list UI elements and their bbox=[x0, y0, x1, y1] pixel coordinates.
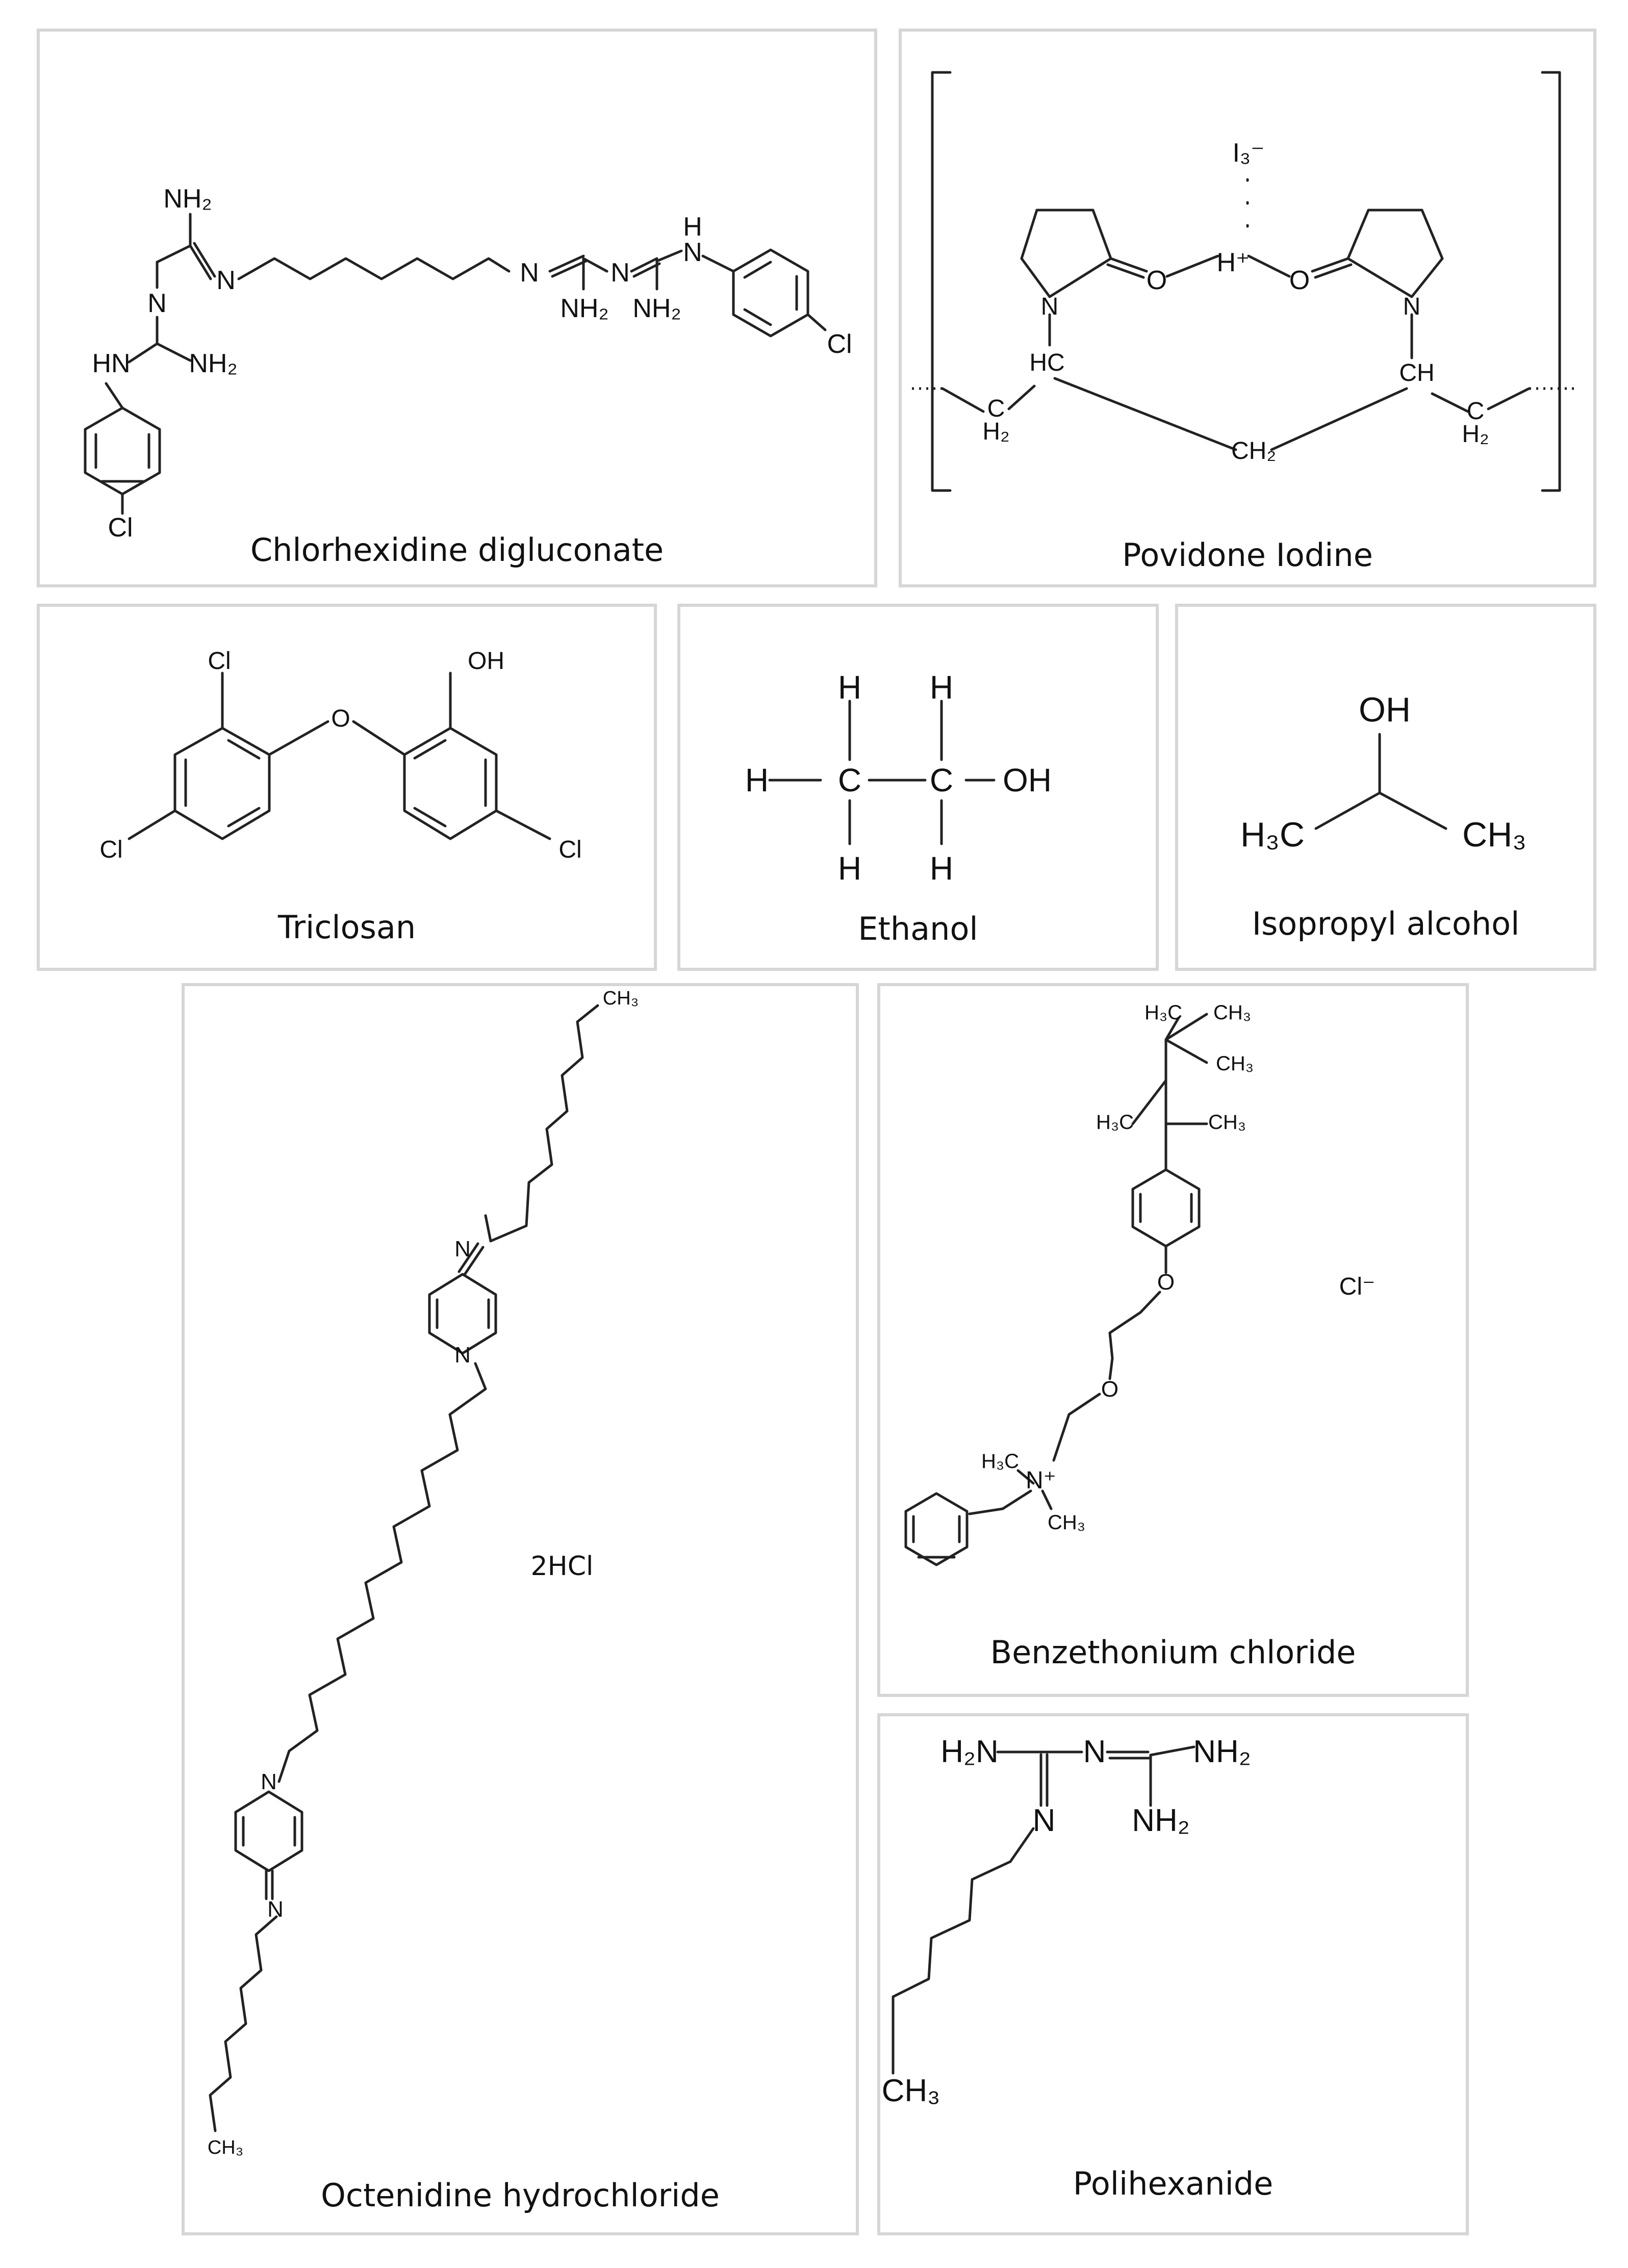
atom-label: CH₃ bbox=[1216, 1052, 1254, 1075]
povidone-structure: I₃⁻ H⁺ O O N N HC CH C H₂ CH₂ C H₂ bbox=[912, 71, 1575, 492]
atom-label: HN bbox=[92, 349, 130, 378]
atom-label: H bbox=[930, 850, 953, 887]
atom-label: CH₂ bbox=[1231, 437, 1276, 465]
atom-label: N bbox=[454, 1343, 471, 1368]
atom-label: NH₂ bbox=[1193, 1734, 1251, 1769]
atom-label: N bbox=[267, 1897, 284, 1922]
povidone-caption: Povidone Iodine bbox=[1122, 536, 1373, 574]
atom-label: H₃C bbox=[1096, 1111, 1134, 1133]
atom-label: Cl bbox=[208, 648, 231, 675]
atom-label: H bbox=[683, 212, 702, 242]
triclosan-panel: Cl OH O Cl Cl Triclosan bbox=[37, 604, 657, 971]
polihexanide-caption: Polihexanide bbox=[1073, 2165, 1274, 2202]
benzethonium-panel: H₃C CH₃ CH₃ H₃C CH₃ O O H₃C N⁺ CH₃ Cl⁻ B… bbox=[877, 983, 1469, 1697]
atom-label: C bbox=[987, 395, 1005, 422]
atom-label: H bbox=[930, 669, 953, 706]
atom-label: H⁺ bbox=[1217, 248, 1250, 277]
ethanol-structure: H C C OH H H H H bbox=[745, 669, 1052, 887]
atom-label: NH₂ bbox=[632, 294, 681, 323]
atom-label: CH₃ bbox=[882, 2073, 940, 2108]
atom-label: N bbox=[520, 258, 539, 288]
atom-label: N bbox=[454, 1236, 471, 1261]
atom-label: H₂ bbox=[982, 418, 1009, 445]
isopropyl-panel: OH H₃C CH₃ Isopropyl alcohol bbox=[1175, 604, 1596, 971]
atom-label: OH bbox=[1359, 690, 1411, 729]
polihexanide-panel: H₂N N NH₂ N NH₂ CH₃ Polihexanide bbox=[877, 1713, 1469, 2235]
polihexanide-structure: H₂N N NH₂ N NH₂ CH₃ bbox=[882, 1734, 1251, 2108]
atom-label: OH bbox=[1003, 762, 1052, 798]
atom-label: Cl bbox=[827, 329, 852, 359]
atom-label: O bbox=[1289, 266, 1310, 295]
atom-label: NH₂ bbox=[560, 294, 608, 323]
atom-label: H₂N bbox=[940, 1734, 999, 1769]
povidone-panel: I₃⁻ H⁺ O O N N HC CH C H₂ CH₂ C H₂ Povid… bbox=[899, 29, 1596, 587]
atom-label: C bbox=[930, 762, 953, 798]
triclosan-structure: Cl OH O Cl Cl bbox=[99, 648, 581, 863]
atom-label: HC bbox=[1029, 349, 1064, 376]
octenidine-structure: CH₃ N N N N CH₃ 2HCl bbox=[208, 988, 639, 2158]
ethanol-caption: Ethanol bbox=[858, 910, 978, 947]
atom-label: Cl bbox=[99, 836, 122, 863]
benzethonium-structure: H₃C CH₃ CH₃ H₃C CH₃ O O H₃C N⁺ CH₃ Cl⁻ bbox=[904, 1001, 1376, 1566]
atom-label: NH₂ bbox=[189, 349, 237, 378]
atom-label: I₃⁻ bbox=[1232, 138, 1264, 168]
atom-label: C bbox=[838, 762, 861, 798]
atom-label: CH₃ bbox=[1208, 1111, 1246, 1133]
atom-label: CH₃ bbox=[1462, 815, 1527, 854]
chlorhexidine-panel: NH₂ N N NH₂ HN Cl N NH₂ N NH₂ H N Cl Chl… bbox=[37, 29, 877, 587]
atom-label: N bbox=[216, 266, 236, 295]
atom-label: N bbox=[1033, 1803, 1056, 1838]
ethanol-panel: H C C OH H H H H Ethanol bbox=[677, 604, 1159, 971]
counter-ion-label: Cl⁻ bbox=[1339, 1273, 1376, 1300]
chlorhexidine-structure: NH₂ N N NH₂ HN Cl N NH₂ N NH₂ H N Cl bbox=[84, 184, 852, 542]
atom-label: H₃C bbox=[981, 1450, 1019, 1473]
octenidine-panel: CH₃ N N N N CH₃ 2HCl Octenidine hydrochl… bbox=[182, 983, 859, 2235]
atom-label: H₃C bbox=[1240, 815, 1305, 854]
atom-label: NH₂ bbox=[1132, 1803, 1190, 1838]
triclosan-caption: Triclosan bbox=[277, 909, 416, 946]
atom-label: C bbox=[1467, 398, 1485, 425]
atom-label: NH₂ bbox=[163, 184, 212, 214]
chlorhexidine-caption: Chlorhexidine digluconate bbox=[250, 531, 664, 569]
isopropyl-structure: OH H₃C CH₃ bbox=[1240, 690, 1527, 854]
atom-label: N bbox=[1403, 293, 1421, 320]
isopropyl-caption: Isopropyl alcohol bbox=[1252, 905, 1520, 942]
atom-label: Cl bbox=[558, 836, 581, 863]
atom-label: H bbox=[838, 669, 861, 706]
atom-label: O bbox=[1157, 1270, 1175, 1295]
atom-label: N bbox=[147, 289, 167, 318]
atom-label: N bbox=[610, 258, 630, 288]
atom-label: OH bbox=[468, 648, 504, 675]
atom-label: N bbox=[261, 1769, 277, 1794]
atom-label: H bbox=[838, 850, 861, 887]
atom-label: CH bbox=[1399, 359, 1434, 386]
atom-label: N bbox=[1083, 1734, 1106, 1769]
atom-label: CH₃ bbox=[603, 988, 639, 1009]
salt-label: 2HCl bbox=[531, 1551, 594, 1582]
atom-label: CH₃ bbox=[1048, 1511, 1085, 1534]
atom-label: N bbox=[683, 238, 702, 267]
atom-label: N⁺ bbox=[1026, 1467, 1056, 1494]
atom-label: H bbox=[745, 762, 769, 798]
atom-label: N bbox=[1041, 293, 1059, 320]
atom-label: CH₃ bbox=[208, 2137, 243, 2158]
octenidine-caption: Octenidine hydrochloride bbox=[321, 2177, 720, 2214]
atom-label: H₃C bbox=[1144, 1001, 1182, 1024]
atom-label: O bbox=[331, 705, 350, 732]
atom-label: O bbox=[1101, 1377, 1118, 1402]
atom-label: CH₃ bbox=[1213, 1001, 1251, 1024]
atom-label: O bbox=[1147, 266, 1167, 295]
atom-label: Cl bbox=[108, 513, 133, 542]
benzethonium-caption: Benzethonium chloride bbox=[990, 1634, 1356, 1671]
atom-label: H₂ bbox=[1462, 421, 1489, 448]
